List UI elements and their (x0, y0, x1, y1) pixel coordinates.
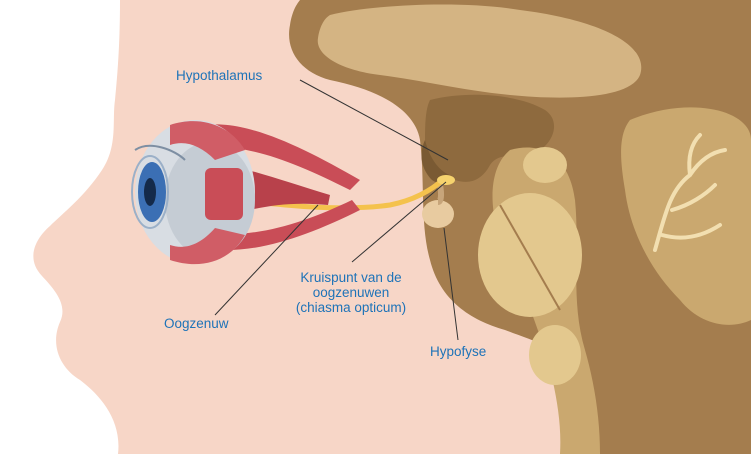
midbrain-lobe-2 (529, 325, 581, 385)
label-optic-chiasm-line1: Kruispunt van de (275, 270, 427, 285)
label-optic-chiasm-line3: (chiasma opticum) (275, 300, 427, 315)
label-hypophysis: Hypofyse (430, 344, 486, 359)
pupil (144, 178, 156, 206)
label-hypophysis-text: Hypofyse (430, 344, 486, 359)
label-hypothalamus: Hypothalamus (176, 68, 262, 83)
label-optic-chiasm: Kruispunt van de oogzenuwen (chiasma opt… (275, 270, 427, 315)
optic-chiasm (437, 175, 455, 185)
label-optic-nerve: Oogzenuw (164, 316, 229, 331)
pons (478, 193, 582, 317)
label-optic-chiasm-line2: oogzenuwen (275, 285, 427, 300)
midbrain-lobe-1 (523, 147, 567, 183)
label-hypothalamus-text: Hypothalamus (176, 68, 262, 83)
eye-muscle-side (205, 168, 243, 220)
label-optic-nerve-text: Oogzenuw (164, 316, 229, 331)
